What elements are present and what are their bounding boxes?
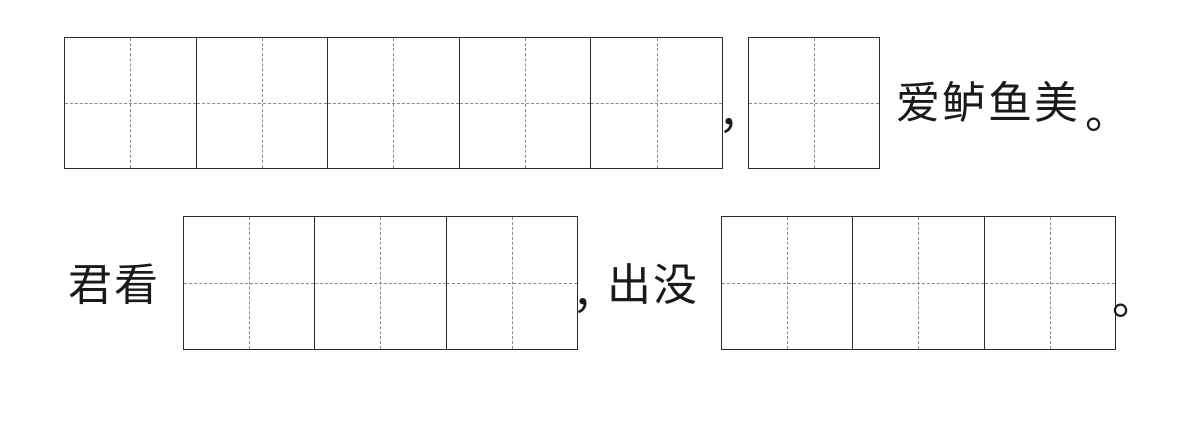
- writing-cell[interactable]: [983, 217, 1116, 349]
- writing-cell[interactable]: [314, 217, 446, 349]
- writing-cell[interactable]: [590, 38, 722, 168]
- comma-2: ，: [572, 268, 616, 319]
- answer-grid-3[interactable]: [183, 216, 578, 350]
- answer-grid-2[interactable]: [748, 37, 880, 169]
- period-2: 。: [1112, 274, 1156, 325]
- writing-cell[interactable]: [445, 217, 578, 349]
- writing-cell[interactable]: [65, 38, 196, 168]
- line-2-lead-text: 君看: [68, 260, 160, 311]
- writing-cell[interactable]: [195, 38, 328, 168]
- writing-cell[interactable]: [722, 217, 853, 349]
- period-1: 。: [1085, 88, 1129, 139]
- writing-cell[interactable]: [184, 217, 315, 349]
- writing-cell[interactable]: [458, 38, 591, 168]
- line-2-middle-text: 出没: [607, 260, 699, 311]
- writing-cell[interactable]: [749, 38, 879, 168]
- answer-grid-1[interactable]: [64, 37, 723, 169]
- writing-cell[interactable]: [852, 217, 984, 349]
- writing-cell[interactable]: [327, 38, 459, 168]
- line-1-tail-text: 爱鲈鱼美: [896, 78, 1080, 129]
- answer-grid-4[interactable]: [721, 216, 1116, 350]
